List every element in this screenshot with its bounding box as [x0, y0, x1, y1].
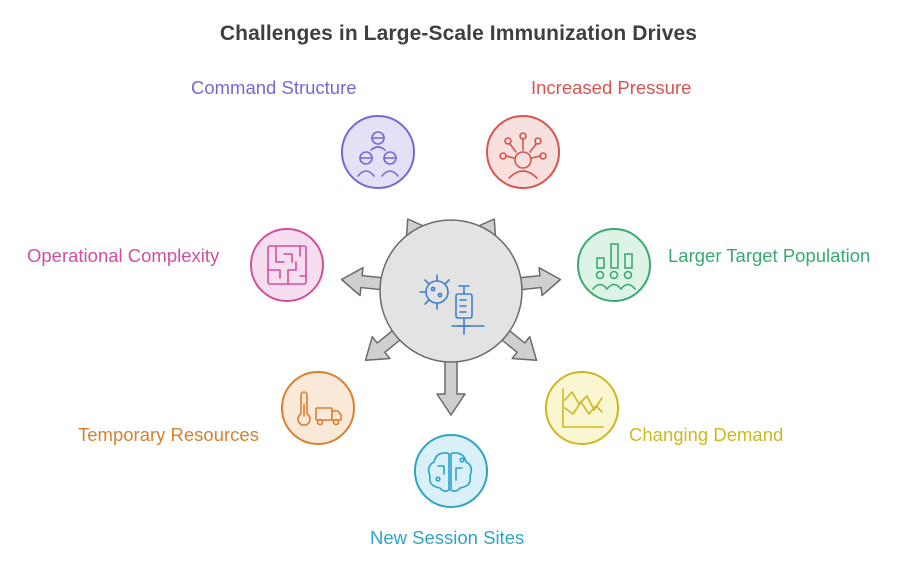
changing-demand-label: Changing Demand	[629, 424, 784, 445]
thermometer-truck-icon	[297, 391, 342, 426]
operational-complexity-circle	[250, 228, 324, 302]
maze-icon	[267, 245, 307, 285]
command-structure-label: Command Structure	[191, 77, 357, 98]
population-chart-icon	[592, 243, 636, 290]
temporary-resources-label: Temporary Resources	[78, 424, 259, 445]
diagram-title: Challenges in Large-Scale Immunization D…	[219, 22, 698, 45]
command-structure-circle	[341, 115, 415, 189]
fluctuating-chart-icon	[562, 388, 604, 428]
stressed-person-icon	[499, 132, 547, 179]
new-session-sites-label: New Session Sites	[370, 527, 525, 548]
operational-complexity-label: Operational Complexity	[27, 245, 220, 266]
larger-target-population-circle	[577, 228, 651, 302]
changing-demand-circle	[545, 371, 619, 445]
center-hub	[379, 219, 523, 363]
larger-target-population-label: Larger Target Population	[668, 245, 871, 266]
increased-pressure-label: Increased Pressure	[531, 77, 692, 98]
hierarchy-people-icon	[357, 131, 399, 177]
virus-vaccine-icon	[419, 274, 485, 335]
circuit-brain-icon	[427, 452, 473, 492]
